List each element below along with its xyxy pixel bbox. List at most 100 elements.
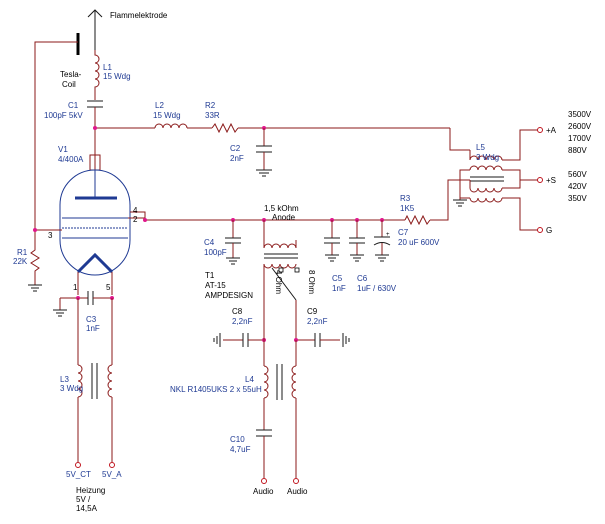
terminal-audio-2 — [293, 478, 299, 484]
inductor-l4 — [263, 310, 297, 478]
capacitor-c1 — [87, 100, 103, 155]
c3-name: C3 — [86, 315, 97, 324]
voltage-s-1: 560V — [568, 170, 587, 179]
capacitor-c9 — [296, 333, 350, 347]
c5-name: C5 — [332, 274, 343, 283]
heizung-voltage: 5V / — [76, 495, 91, 504]
terminal-audio-1 — [261, 478, 267, 484]
r1-name: R1 — [17, 248, 28, 257]
audio-label-1: Audio — [253, 487, 274, 496]
top-wire — [95, 122, 470, 151]
tesla-coil-label-2: Coil — [62, 80, 76, 89]
ohm-8-label: 8 Ohm — [307, 270, 316, 294]
c7-plus: + — [386, 232, 390, 238]
l2-name: L2 — [155, 101, 164, 110]
label-5v-a: 5V_A — [102, 470, 122, 479]
pin-2: 2 — [133, 215, 138, 224]
t1-name: T1 — [205, 271, 215, 280]
c3-value: 1nF — [86, 324, 100, 333]
pin-5: 5 — [106, 283, 111, 292]
terminal-plus-s-label: +S — [546, 176, 556, 185]
junction-anode — [143, 218, 147, 222]
flame-electrode-label: Flammelektrode — [110, 11, 168, 20]
audio-label-2: Audio — [287, 487, 308, 496]
capacitor-c5 — [324, 220, 340, 262]
anode-impedance: 1,5 kOhm — [264, 204, 299, 213]
terminal-plus-a-label: +A — [546, 126, 557, 135]
r2-value: 33R — [205, 111, 220, 120]
terminal-5v-a — [109, 462, 115, 468]
heizung-current: 14,5A — [76, 504, 98, 513]
c5-value: 1nF — [332, 284, 346, 293]
voltage-a-3: 1700V — [568, 134, 592, 143]
l5-name: L5 — [476, 143, 485, 152]
c4-value: 100pF — [204, 248, 227, 257]
c8-name: C8 — [232, 307, 243, 316]
t1-manufacturer: AMPDESIGN — [205, 291, 253, 300]
capacitor-c3 — [53, 291, 112, 317]
l3-name: L3 — [60, 375, 69, 384]
inductor-l3 — [77, 298, 113, 462]
tesla-coil — [34, 33, 80, 230]
v1-name: V1 — [58, 145, 68, 154]
terminal-plus-a — [537, 127, 543, 133]
c1-name: C1 — [68, 101, 79, 110]
c2-name: C2 — [230, 144, 241, 153]
l1-name: L1 — [103, 63, 112, 72]
anode-wire — [145, 179, 470, 226]
voltage-s-2: 420V — [568, 182, 587, 191]
t1-value: AT-15 — [205, 281, 226, 290]
voltage-s-3: 350V — [568, 194, 587, 203]
inductor-l1 — [94, 50, 100, 100]
c9-name: C9 — [307, 307, 318, 316]
c10-value: 4,7uF — [230, 445, 251, 454]
l2-value: 15 Wdg — [153, 111, 181, 120]
terminal-g-label: G — [546, 226, 552, 235]
l3-value: 3 Wdg — [60, 384, 83, 393]
r3-value: 1K5 — [400, 204, 415, 213]
c9-value: 2,2nF — [307, 317, 328, 326]
v1-value: 4/400A — [58, 155, 84, 164]
pin-4: 4 — [133, 206, 138, 215]
c4-name: C4 — [204, 238, 215, 247]
junction-c1-l2 — [93, 126, 97, 130]
heizung-label: Heizung — [76, 486, 105, 495]
capacitor-c6 — [349, 220, 365, 262]
pin-3: 3 — [48, 231, 53, 240]
c2-value: 2nF — [230, 154, 244, 163]
l4-name: L4 — [245, 375, 254, 384]
junction-r1 — [33, 228, 37, 232]
r2-name: R2 — [205, 101, 216, 110]
terminal-g — [537, 227, 543, 233]
c8-value: 2,2nF — [232, 317, 253, 326]
r3-name: R3 — [400, 194, 411, 203]
l1-value: 15 Wdg — [103, 72, 131, 81]
ohm-4-label: 4 Ohm — [274, 270, 283, 294]
c7-value: 20 uF 600V — [398, 238, 440, 247]
l5-value: 3 Wdg — [476, 153, 499, 162]
c1-value: 100pF 5kV — [44, 111, 83, 120]
capacitor-c4 — [225, 220, 241, 265]
capacitor-c8 — [213, 333, 264, 347]
r1-value: 22K — [13, 257, 28, 266]
c10-name: C10 — [230, 435, 245, 444]
label-5v-ct: 5V_CT — [66, 470, 91, 479]
flame-electrode — [87, 9, 103, 50]
inductor-l5 — [453, 129, 538, 231]
terminal-5v-ct — [75, 462, 81, 468]
tesla-coil-label-1: Tesla- — [60, 70, 82, 79]
terminal-plus-s — [537, 177, 543, 183]
voltage-a-4: 880V — [568, 146, 587, 155]
transformer-t1 — [263, 220, 300, 340]
c6-name: C6 — [357, 274, 368, 283]
c7-name: C7 — [398, 228, 409, 237]
l4-value: NKL R1405UKS 2 x 55uH — [170, 385, 262, 394]
voltage-a-1: 3500V — [568, 110, 592, 119]
voltage-a-2: 2600V — [568, 122, 592, 131]
capacitor-c2 — [256, 128, 272, 177]
resistor-r1 — [28, 229, 62, 292]
capacitor-c7 — [373, 220, 391, 262]
c6-value: 1uF / 630V — [357, 284, 397, 293]
tube-v1 — [59, 154, 146, 295]
